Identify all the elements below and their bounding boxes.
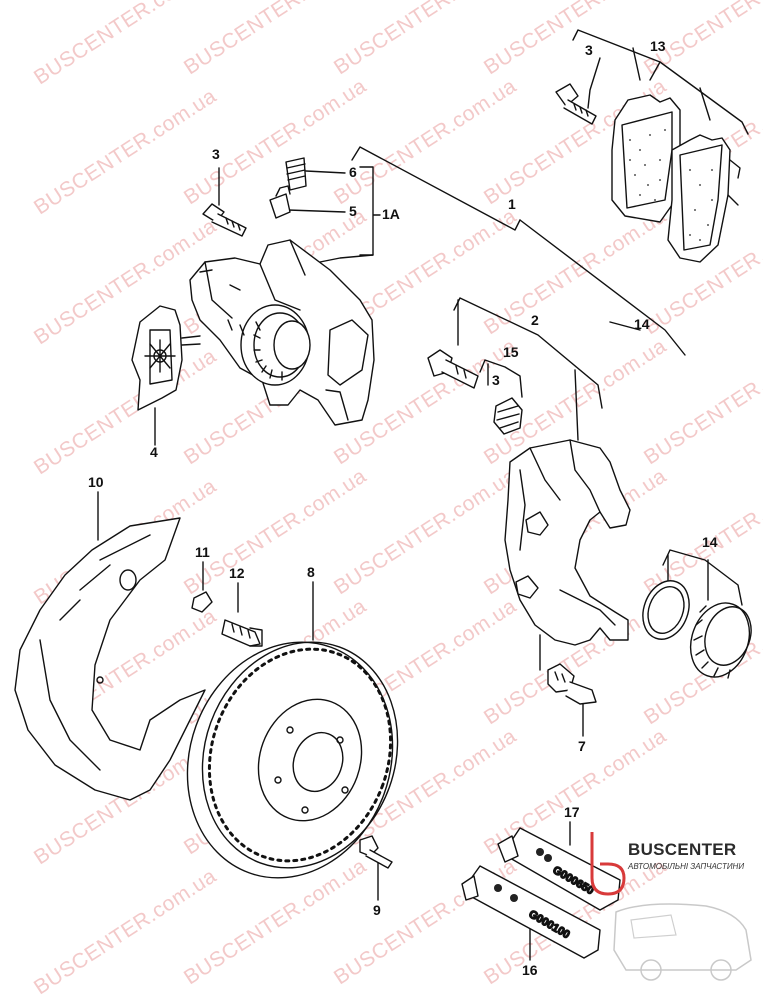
callout-16: 16 bbox=[522, 962, 538, 978]
callout-3-pad-bolt: 3 bbox=[585, 42, 593, 58]
caliper-carrier bbox=[504, 439, 631, 646]
carrier-bolt bbox=[547, 663, 597, 705]
disc-screw bbox=[359, 835, 393, 869]
callout-14-upper: 14 bbox=[634, 316, 650, 332]
anti-rattle-clip bbox=[131, 305, 201, 411]
brand-tagline: АВТОМОБІЛЬНІ ЗАПЧАСТИНИ bbox=[628, 862, 745, 871]
guide-pin-set bbox=[427, 349, 523, 435]
buscenter-logo bbox=[590, 832, 752, 981]
callout-9: 9 bbox=[373, 902, 381, 918]
brake-disc bbox=[186, 641, 399, 879]
callout-11: 11 bbox=[195, 544, 210, 560]
caliper-bolt bbox=[202, 203, 247, 237]
spring-and-bleeder bbox=[269, 157, 307, 219]
brand-name: BUSCENTER bbox=[628, 840, 737, 859]
callout-17: 17 bbox=[564, 804, 580, 820]
callout-6: 6 bbox=[349, 164, 357, 180]
callout-15: 15 bbox=[503, 344, 519, 360]
callout-8: 8 bbox=[307, 564, 315, 580]
washer-and-bolt bbox=[191, 591, 263, 647]
brake-caliper bbox=[189, 239, 375, 426]
splash-shield bbox=[14, 517, 206, 801]
callout-5: 5 bbox=[349, 203, 357, 219]
callout-10: 10 bbox=[88, 474, 104, 490]
callout-1A: 1A bbox=[382, 206, 400, 222]
callout-13: 13 bbox=[650, 38, 666, 54]
callout-2: 2 bbox=[531, 312, 539, 328]
brake-pads-set bbox=[611, 94, 741, 263]
callout-1: 1 bbox=[508, 196, 516, 212]
callout-12: 12 bbox=[229, 565, 245, 581]
leader-lines bbox=[97, 29, 749, 961]
callout-7: 7 bbox=[578, 738, 586, 754]
pad-bolt bbox=[555, 83, 597, 125]
callout-3-caliper-bolt: 3 bbox=[212, 146, 220, 162]
callout-3-guide-pin: 3 bbox=[492, 372, 500, 388]
callout-14-lower: 14 bbox=[702, 534, 718, 550]
seal-ring-and-boot bbox=[642, 580, 752, 679]
callout-4: 4 bbox=[150, 444, 158, 460]
